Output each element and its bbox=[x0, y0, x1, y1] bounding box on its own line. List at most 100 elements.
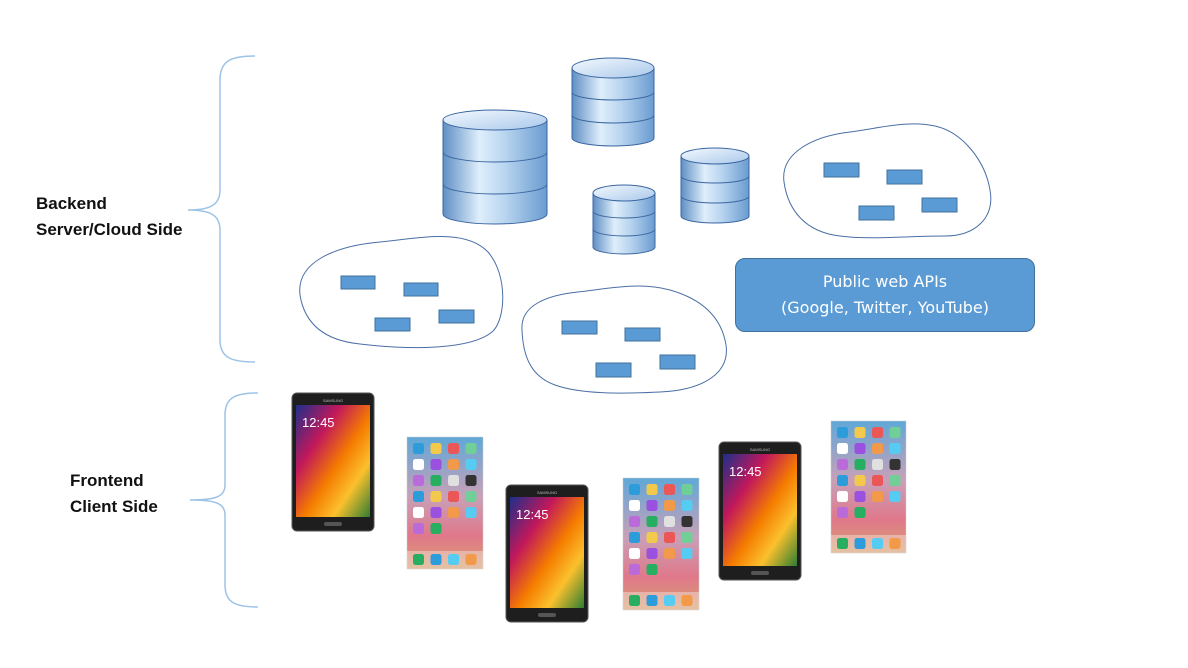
api-box-title: Public web APIs bbox=[822, 272, 948, 291]
api-box-subtitle: (Google, Twitter, YouTube) bbox=[781, 298, 989, 317]
tablet-clock: 12:45 bbox=[302, 415, 335, 430]
app-icon bbox=[430, 491, 442, 502]
app-icon bbox=[629, 548, 640, 559]
server-block bbox=[403, 282, 439, 297]
app-icon bbox=[465, 475, 477, 486]
app-icon bbox=[413, 443, 424, 454]
app-icon bbox=[872, 443, 883, 454]
tablet-brand: SAMSUNG bbox=[323, 398, 343, 403]
app-icon bbox=[465, 443, 477, 454]
app-icon bbox=[629, 564, 640, 575]
frontend-label-line2: Client Side bbox=[70, 497, 158, 516]
app-icon bbox=[465, 491, 477, 502]
app-icon bbox=[872, 427, 883, 438]
app-icon bbox=[837, 443, 848, 454]
app-icon bbox=[854, 443, 866, 454]
app-icon bbox=[837, 507, 848, 518]
server-cloud bbox=[783, 123, 992, 239]
dock-app-icon bbox=[872, 538, 883, 549]
server-block bbox=[921, 197, 958, 213]
app-icon bbox=[465, 507, 477, 518]
app-icon bbox=[629, 532, 640, 543]
app-icon bbox=[664, 500, 675, 511]
app-icon bbox=[646, 564, 658, 575]
database-icon bbox=[680, 147, 750, 224]
app-icon bbox=[854, 491, 866, 502]
app-icon bbox=[664, 516, 675, 527]
app-icon bbox=[448, 475, 459, 486]
app-icon bbox=[664, 548, 675, 559]
app-icon bbox=[837, 475, 848, 486]
home-button bbox=[751, 571, 769, 575]
dock-app-icon bbox=[837, 538, 848, 549]
backend-label: Backend Server/Cloud Side bbox=[36, 191, 182, 243]
server-block bbox=[624, 327, 661, 342]
server-block bbox=[823, 162, 860, 178]
tablet-brand: SAMSUNG bbox=[750, 447, 770, 452]
app-icon bbox=[681, 548, 693, 559]
app-icon bbox=[664, 484, 675, 495]
backend-bracket bbox=[187, 55, 256, 363]
dock-app-icon bbox=[854, 538, 866, 549]
app-icon bbox=[681, 484, 693, 495]
app-icon bbox=[681, 500, 693, 511]
app-icon bbox=[413, 459, 424, 470]
app-icon bbox=[465, 459, 477, 470]
app-icon bbox=[854, 507, 866, 518]
server-block bbox=[886, 169, 923, 185]
tablet-brand: SAMSUNG bbox=[537, 490, 557, 495]
app-icon bbox=[629, 516, 640, 527]
phone-device bbox=[622, 477, 700, 611]
dock-app-icon bbox=[465, 554, 477, 565]
server-cloud bbox=[299, 236, 504, 349]
app-icon bbox=[681, 532, 693, 543]
app-icon bbox=[872, 459, 883, 470]
app-icon bbox=[889, 491, 901, 502]
app-icon bbox=[430, 475, 442, 486]
tablet-clock: 12:45 bbox=[516, 507, 549, 522]
app-icon bbox=[629, 500, 640, 511]
phone-device bbox=[830, 420, 907, 554]
app-icon bbox=[646, 548, 658, 559]
app-icon bbox=[430, 523, 442, 534]
server-block bbox=[374, 317, 411, 332]
app-icon bbox=[664, 532, 675, 543]
app-icon bbox=[854, 475, 866, 486]
database-icon bbox=[592, 184, 656, 255]
app-icon bbox=[837, 427, 848, 438]
backend-label-line1: Backend bbox=[36, 194, 107, 213]
public-web-apis-box: Public web APIs (Google, Twitter, YouTub… bbox=[735, 258, 1035, 332]
app-icon bbox=[681, 516, 693, 527]
database-icon bbox=[571, 57, 655, 147]
tablet-device: 12:45 SAMSUNG bbox=[291, 392, 375, 532]
app-icon bbox=[430, 507, 442, 518]
app-icon bbox=[413, 475, 424, 486]
dock-app-icon bbox=[413, 554, 424, 565]
app-icon bbox=[646, 500, 658, 511]
dock-app-icon bbox=[448, 554, 459, 565]
app-icon bbox=[646, 484, 658, 495]
app-icon bbox=[448, 459, 459, 470]
app-icon bbox=[430, 459, 442, 470]
app-icon bbox=[448, 491, 459, 502]
app-icon bbox=[837, 459, 848, 470]
app-icon bbox=[889, 443, 901, 454]
tablet-device: 12:45 SAMSUNG bbox=[505, 484, 589, 623]
frontend-label: Frontend Client Side bbox=[70, 468, 158, 520]
app-icon bbox=[872, 475, 883, 486]
server-block bbox=[858, 205, 895, 221]
dock-app-icon bbox=[646, 595, 658, 606]
server-block bbox=[595, 362, 632, 378]
server-block bbox=[438, 309, 475, 324]
app-icon bbox=[629, 484, 640, 495]
dock-app-icon bbox=[889, 538, 901, 549]
app-icon bbox=[872, 491, 883, 502]
app-icon bbox=[854, 459, 866, 470]
frontend-bracket bbox=[189, 392, 259, 608]
app-icon bbox=[646, 516, 658, 527]
home-button bbox=[324, 522, 342, 526]
phone-device bbox=[406, 436, 484, 570]
